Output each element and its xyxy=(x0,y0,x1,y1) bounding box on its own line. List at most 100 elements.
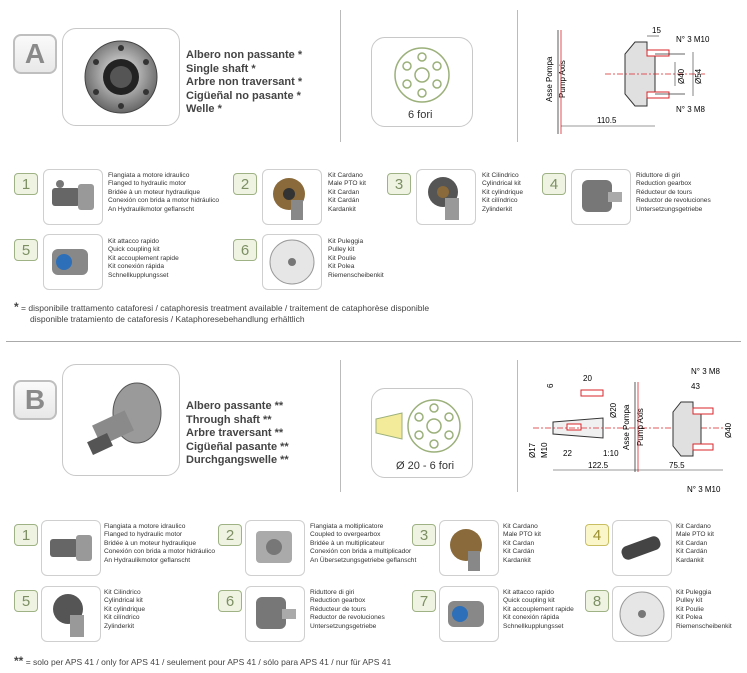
kit-description: Flangiata a moltiplicatore Coupled to ov… xyxy=(310,523,416,565)
kit-line: Quick coupling kit xyxy=(108,246,160,254)
kit-line: Flanged to hydraulic motor xyxy=(104,531,183,539)
dim-label: Ø40 xyxy=(677,68,686,84)
shaft-name: Arbre non traversant * xyxy=(186,76,303,88)
kit-line: Kit Cilindrico xyxy=(104,589,141,596)
dim-label: 1:10 xyxy=(603,449,619,458)
kit-line: Male PTO kit xyxy=(328,180,366,188)
kit-line: Kit conexión rápida xyxy=(108,263,165,271)
kit-line: Kit Polea xyxy=(676,614,703,622)
kit-line: Kit Cardano xyxy=(676,523,711,530)
kit-number-badge: 7 xyxy=(412,590,436,612)
kit-line: Kit Cardano xyxy=(503,523,538,530)
kit-description: Kit Cardano Male PTO kit Kit Cardan Kit … xyxy=(328,172,366,214)
kit-image-quick-coupling xyxy=(439,586,499,642)
kit-number-badge: 1 xyxy=(14,524,38,546)
kit-image-reduction-gearbox xyxy=(571,169,631,225)
kit-description: Kit attacco rapido Quick coupling kit Ki… xyxy=(503,589,574,631)
kit-line: Bridée à un moteur hydraulique xyxy=(108,188,201,196)
through-shaft-image xyxy=(87,382,162,455)
single-shaft-flange-image xyxy=(84,40,158,114)
kit-line: Kit Poulie xyxy=(328,254,356,262)
kit-line: Kit Cardán xyxy=(503,548,535,556)
shaft-name: Welle * xyxy=(186,103,222,115)
kit-image-reduction-gearbox xyxy=(245,586,305,642)
note-asterisk: * xyxy=(14,300,19,314)
kit-line: Riemenscheibenkit xyxy=(676,622,732,630)
shaft-name: Cigüeñal no pasante * xyxy=(186,89,301,102)
dim-label: 43 xyxy=(691,382,700,391)
shaft-name: Through shaft ** xyxy=(186,413,272,426)
kit-line: Kit Poulie xyxy=(676,605,704,613)
kit-line: Kit Cardán xyxy=(328,197,360,205)
note-asterisks: ** xyxy=(14,654,24,668)
kit-line: Bridée à un moteur hydraulique xyxy=(104,539,197,547)
kit-line: Conexión con brida a motor hidráulico xyxy=(104,548,216,556)
kit-description: Riduttore di giri Reduction gearbox Rédu… xyxy=(310,589,385,631)
section-a-note: disponible tratamiento de cataforesis / … xyxy=(30,314,305,325)
drawing-label: Asse Pompa xyxy=(622,404,631,450)
kit-line: Reduction gearbox xyxy=(310,597,366,605)
drawing-label: Asse Pompa xyxy=(545,56,554,102)
section-b-shaft-names: Albero passante ** Through shaft ** Arbr… xyxy=(186,400,289,468)
kit-line: Bridée à un multiplicateur xyxy=(310,539,385,547)
section-a-shaft-names: Albero non passante * Single shaft * Arb… xyxy=(186,49,302,117)
kit-line: Flangiata a moltiplicatore xyxy=(310,523,384,530)
dim-label: 20 xyxy=(583,374,592,383)
kit-line: An Übersetzungsgetriebe geflanscht xyxy=(310,556,417,564)
kit-description: Flangiata a motore idraulico Flanged to … xyxy=(104,523,215,565)
shaft-name: Albero non passante * xyxy=(186,49,303,61)
dim-label: N° 3 M8 xyxy=(676,105,706,114)
kit-line: Schnellkupplungsset xyxy=(503,622,564,630)
kit-line: Kit Cardan xyxy=(328,188,360,196)
kit-line: Kit accouplement rapide xyxy=(108,254,179,262)
kit-line: Kit Puleggia xyxy=(676,589,712,596)
kit-line: Pulley kit xyxy=(328,246,355,254)
kit-number-badge: 4 xyxy=(542,173,566,195)
kit-image-quick-coupling xyxy=(43,234,103,290)
kit-line: Riduttore di giri xyxy=(636,172,681,179)
kit-line: Untersetzungsgetriebe xyxy=(636,205,703,213)
kit-number-badge: 6 xyxy=(218,590,242,612)
kit-line: Kit attacco rapido xyxy=(503,589,554,596)
kit-number-badge: 8 xyxy=(585,590,609,612)
six-hole-flange-icon xyxy=(394,47,450,103)
kit-line: Kit attacco rapido xyxy=(108,238,159,245)
kit-line: Untersetzungsgetriebe xyxy=(310,622,377,630)
section-b-flange-view: Ø 20 - 6 fori xyxy=(371,388,473,478)
kit-line: Conexión con brida a motor hidráulico xyxy=(108,197,220,205)
section-a-flange-view: 6 fori xyxy=(371,37,473,127)
kit-line: Cylindrical kit xyxy=(104,597,143,605)
kit-number-badge: 5 xyxy=(14,590,38,612)
kit-image-cylindrical xyxy=(41,586,101,642)
kit-image-hydraulic-motor xyxy=(41,520,101,576)
kit-line: Schnellkupplungsset xyxy=(108,271,169,279)
kit-line: Pulley kit xyxy=(676,597,703,605)
divider xyxy=(340,360,341,492)
kit-image-pulley xyxy=(612,586,672,642)
kit-description: Riduttore di giri Reduction gearbox Rédu… xyxy=(636,172,711,214)
kit-line: Flanged to hydraulic motor xyxy=(108,180,187,188)
dim-label: Ø17 xyxy=(528,442,537,458)
kit-description: Kit Cardano Male PTO kit Kit Cardan Kit … xyxy=(676,523,714,565)
divider xyxy=(517,360,518,492)
kit-line: Flangiata a motore idraulico xyxy=(104,523,186,530)
section-a-letter: A xyxy=(13,34,57,74)
kit-description: Flangiata a motore idraulico Flanged to … xyxy=(108,172,219,214)
kit-line: Kit accouplement rapide xyxy=(503,605,574,613)
dim-label: N° 3 M10 xyxy=(676,35,710,44)
kit-description: Kit Puleggia Pulley kit Kit Poulie Kit P… xyxy=(328,238,384,280)
kit-line: Kit Cardano xyxy=(328,172,363,179)
section-a-note: * = disponibile trattamento cataforesi /… xyxy=(14,300,429,314)
kit-number-badge: 2 xyxy=(233,173,257,195)
kit-line: Quick coupling kit xyxy=(503,597,555,605)
kit-line: Male PTO kit xyxy=(503,531,541,539)
kit-image-overgearbox xyxy=(245,520,305,576)
kit-line: Kit Cardán xyxy=(676,548,708,556)
kit-number-badge: 3 xyxy=(387,173,411,195)
six-hole-flange-with-taper-icon xyxy=(375,399,461,453)
kit-number-badge: 4 xyxy=(585,524,609,546)
dim-label: Ø54 xyxy=(694,68,703,84)
drawing-label: Pump Axis xyxy=(636,408,645,446)
kit-number-badge: 1 xyxy=(14,173,38,195)
kit-line: Cylindrical kit xyxy=(482,180,521,188)
